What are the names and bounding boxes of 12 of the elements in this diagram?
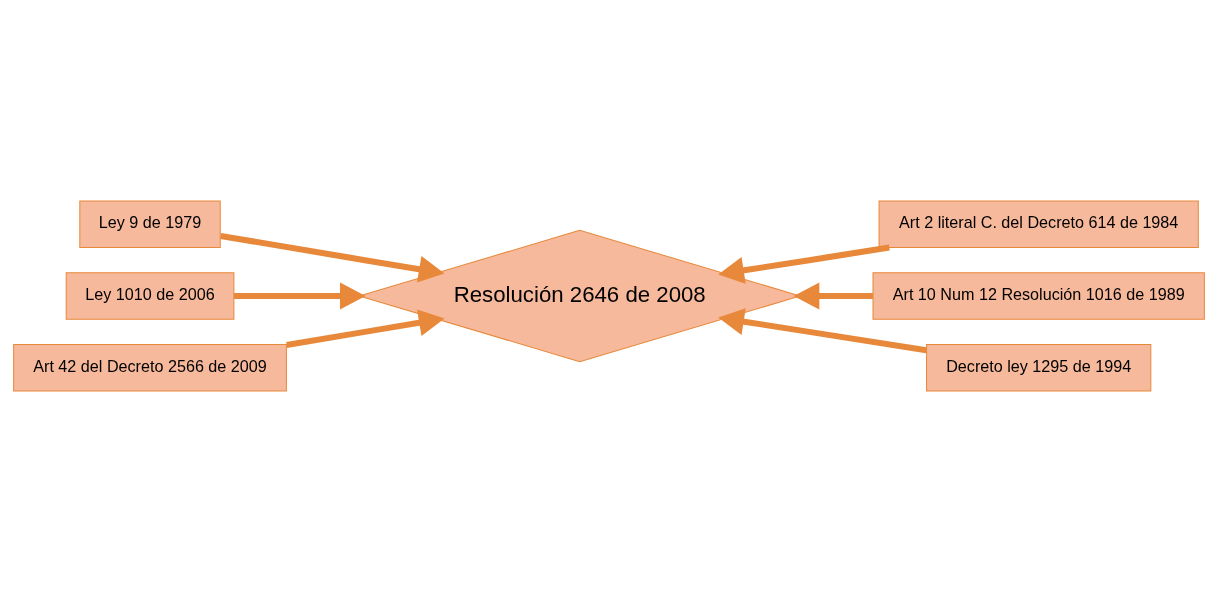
arrow [286,309,445,348]
node-box: Ley 9 de 1979 [79,200,221,248]
node-box: Art 10 Num 12 Resolución 1016 de 1989 [872,272,1205,320]
node-box: Art 2 literal C. del Decreto 614 de 1984 [878,200,1199,248]
node-box: Ley 1010 de 2006 [65,272,235,320]
arrow [220,232,445,283]
arrow [234,282,366,310]
arrow [718,244,890,284]
arrow [718,308,927,354]
node-box: Art 42 del Decreto 2566 de 2009 [13,344,287,392]
node-box: Decreto ley 1295 de 1994 [926,344,1152,392]
arrow [793,282,873,310]
